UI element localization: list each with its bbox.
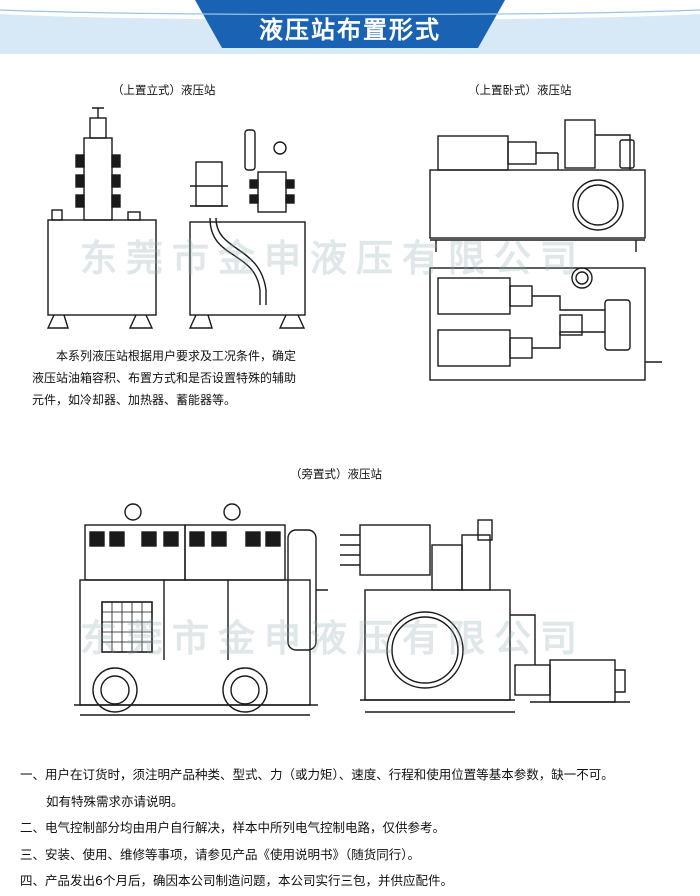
note-continuation: 如有特殊需求亦请说明。 (46, 793, 184, 809)
header-banner (0, 0, 700, 54)
note-text: 用户在订货时，须注明产品种类、型式、力（或力矩）、速度、行程和使用位置等基本参数… (45, 767, 614, 782)
notes-list: 一、用户在订货时，须注明产品种类、型式、力（或力矩）、速度、行程和使用位置等基本… (20, 762, 690, 895)
intro-line: 本系列液压站根据用户要求及工况条件，确定 (56, 349, 297, 363)
intro-paragraph: 本系列液压站根据用户要求及工况条件，确定 液压站油箱容积、布置方式和是否设置特殊… (32, 345, 312, 411)
note-number: 一、 (20, 767, 46, 782)
note-number: 三、 (20, 846, 46, 862)
note-item: 一、用户在订货时，须注明产品种类、型式、力（或力矩）、速度、行程和使用位置等基本… (20, 762, 690, 789)
page-title: 液压站布置形式 (259, 16, 441, 44)
caption-horizontal: （上置卧式）液压站 (468, 83, 572, 97)
note-item: 三、安装、使用、维修等事项，请参见产品《使用说明书》（随货同行）。 (20, 842, 690, 869)
caption-side: （旁置式）液压站 (290, 467, 382, 481)
upright-station-drawing (46, 107, 306, 329)
horizontal-station-drawing (429, 119, 662, 381)
note-number: 二、 (20, 820, 46, 835)
intro-line: 元件，如冷却器、加热器、蓄能器等。 (32, 393, 237, 407)
caption-upright: （上置立式）液压站 (112, 83, 216, 97)
note-number: 四、 (20, 873, 46, 888)
side-station-drawing (74, 503, 630, 716)
watermark: 东莞市金申液压有限公司 (80, 236, 586, 280)
note-text: 产品发出6个月后，确因本公司制造问题，本公司实行三包，并供应配件。 (45, 873, 453, 888)
note-text: 安装、使用、维修等事项，请参见产品《使用说明书》（随货同行）。 (45, 846, 421, 862)
note-item: 四、产品发出6个月后，确因本公司制造问题，本公司实行三包，并供应配件。 (20, 868, 690, 895)
note-item: 二、电气控制部分均由用户自行解决，样本中所列电气控制电路，仅供参考。 (20, 815, 690, 842)
intro-line: 液压站油箱容积、布置方式和是否设置特殊的辅助 (32, 371, 297, 385)
note-text: 电气控制部分均由用户自行解决，样本中所列电气控制电路，仅供参考。 (45, 820, 446, 835)
watermark: 东莞市金申液压有限公司 (80, 616, 586, 660)
